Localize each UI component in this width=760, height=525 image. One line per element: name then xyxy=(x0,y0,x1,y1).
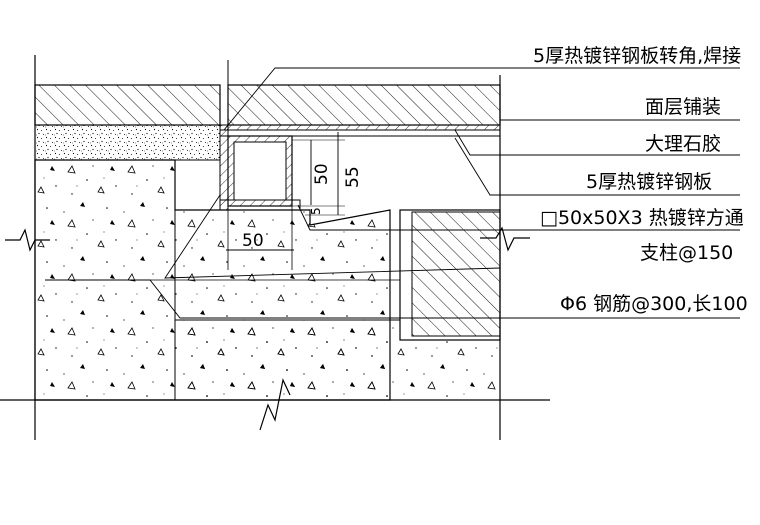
callout-square-tube: □50x50X3 热镀锌方通 xyxy=(540,207,744,229)
square-steel-tube xyxy=(219,135,301,211)
surface-paving xyxy=(34,84,501,126)
sand-bedding-layer xyxy=(34,124,221,161)
dim-tube-width: 50 xyxy=(242,231,264,251)
leader-lines xyxy=(45,67,740,319)
dim-overall-height: 55 xyxy=(343,166,363,188)
dimension-lines xyxy=(226,132,345,270)
callout-plate-corner-weld: 5厚热镀锌钢板转角,焊接 xyxy=(533,45,741,67)
callout-steel-plate: 5厚热镀锌钢板 xyxy=(586,171,712,193)
callout-support-post: 支柱@150 xyxy=(640,242,733,264)
dim-plate-thickness: 5 xyxy=(309,207,323,215)
break-symbol-right xyxy=(480,226,530,252)
callout-surface-paving: 面层铺装 xyxy=(645,96,721,118)
break-symbol-bottom xyxy=(259,378,291,431)
concrete-slab xyxy=(34,159,500,401)
outline-lines xyxy=(0,55,550,440)
callout-marble-glue: 大理石胶 xyxy=(645,133,721,155)
dim-tube-height: 50 xyxy=(312,163,332,185)
callout-rebar: Φ6 钢筋@300,长100 xyxy=(560,293,748,315)
break-symbol-left xyxy=(5,228,50,252)
brick-block xyxy=(399,209,501,341)
